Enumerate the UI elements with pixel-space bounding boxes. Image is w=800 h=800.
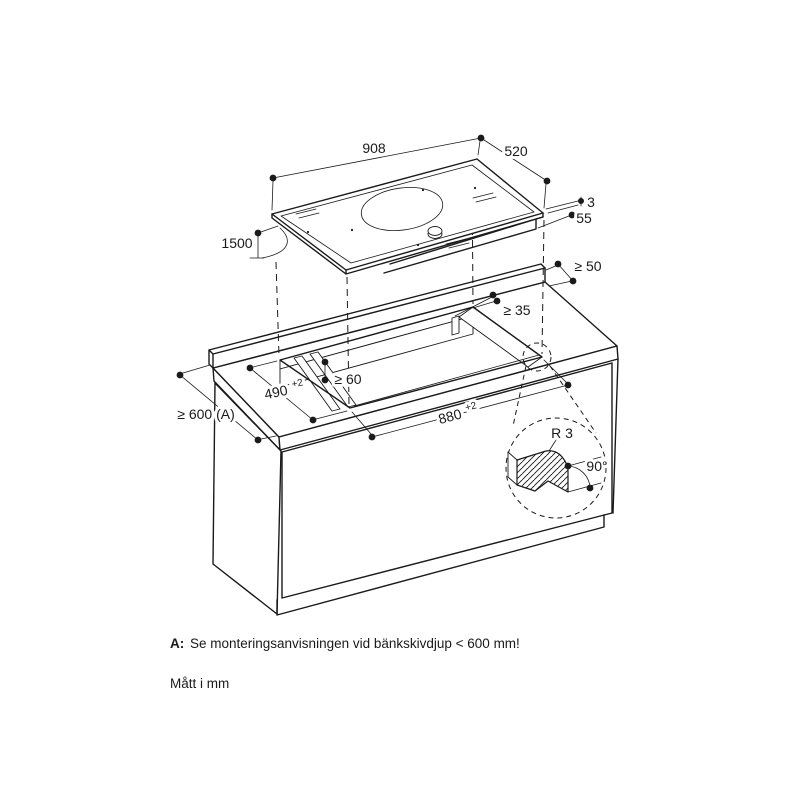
dim-support-clearance: ≥ 60 [321, 358, 365, 390]
support-brace-1 [293, 355, 341, 412]
cooktop-inner-frame [280, 164, 535, 264]
detail-connector-lines [512, 365, 597, 434]
display-dots [306, 186, 477, 247]
dim-rear-clearance-label: ≥ 50 [574, 258, 601, 274]
support-brace-2 [309, 351, 357, 408]
detail-angle-label: 90° [586, 458, 607, 474]
cabinet-right-edge [612, 358, 619, 514]
edge-cross-section: R 3 90° [507, 422, 611, 493]
worktop-cabinet [208, 263, 619, 616]
cabinet-front-face [281, 362, 613, 599]
cabinet-partition [451, 315, 460, 336]
cooktop-body-box [383, 216, 544, 274]
dim-glass-thickness-label: 3 [587, 194, 595, 210]
cutout-outline [279, 306, 543, 409]
dim-cable-length: 1500 [218, 225, 288, 259]
dim-worktop-depth-label: ≥ 600 (A) [177, 406, 234, 422]
dim-glass-thickness: 3 [545, 191, 598, 214]
toe-kick [276, 514, 605, 616]
worktop-cutout [279, 306, 543, 412]
notes: A: Se monteringsanvisningen vid bänkskiv… [170, 636, 520, 691]
detail-source-circle [522, 342, 552, 372]
zone-markings [295, 192, 497, 249]
dim-cooktop-width-label: 908 [362, 140, 386, 156]
dim-cooktop-width: 908 [269, 134, 485, 211]
projection-lines [275, 167, 545, 405]
note-a-text: Se monteringsanvisningen vid bänkskivdju… [190, 636, 520, 651]
note-units: Mått i mm [170, 676, 229, 691]
cooktop-glass-edge [271, 212, 544, 275]
dim-cooktop-depth: 520 [480, 137, 551, 209]
dim-worktop-depth: ≥ 600 (A) [174, 364, 277, 444]
dim-cable-length-label: 1500 [221, 235, 252, 251]
dim-body-height-label: 55 [576, 210, 592, 226]
dim-support-clearance-label: ≥ 60 [334, 371, 361, 387]
cooktop [271, 158, 544, 275]
cooking-zone-circle [360, 187, 444, 231]
dim-cooktop-depth-label: 520 [504, 143, 528, 159]
dim-partition-clearance: ≥ 35 [454, 291, 534, 321]
cutout-front-inner-line [353, 354, 540, 407]
dim-rear-clearance: ≥ 50 [545, 255, 605, 287]
control-knob [427, 226, 443, 239]
dim-body-height: 55 [537, 207, 595, 229]
detail-bubble: R 3 90° [505, 342, 611, 519]
dim-partition-clearance-label: ≥ 35 [503, 302, 530, 318]
worktop-front-edge [278, 345, 619, 451]
detail-radius-label: R 3 [551, 425, 573, 441]
worktop-back-rail [208, 263, 546, 369]
power-cable [261, 227, 288, 259]
note-a-marker: A: [170, 636, 184, 651]
